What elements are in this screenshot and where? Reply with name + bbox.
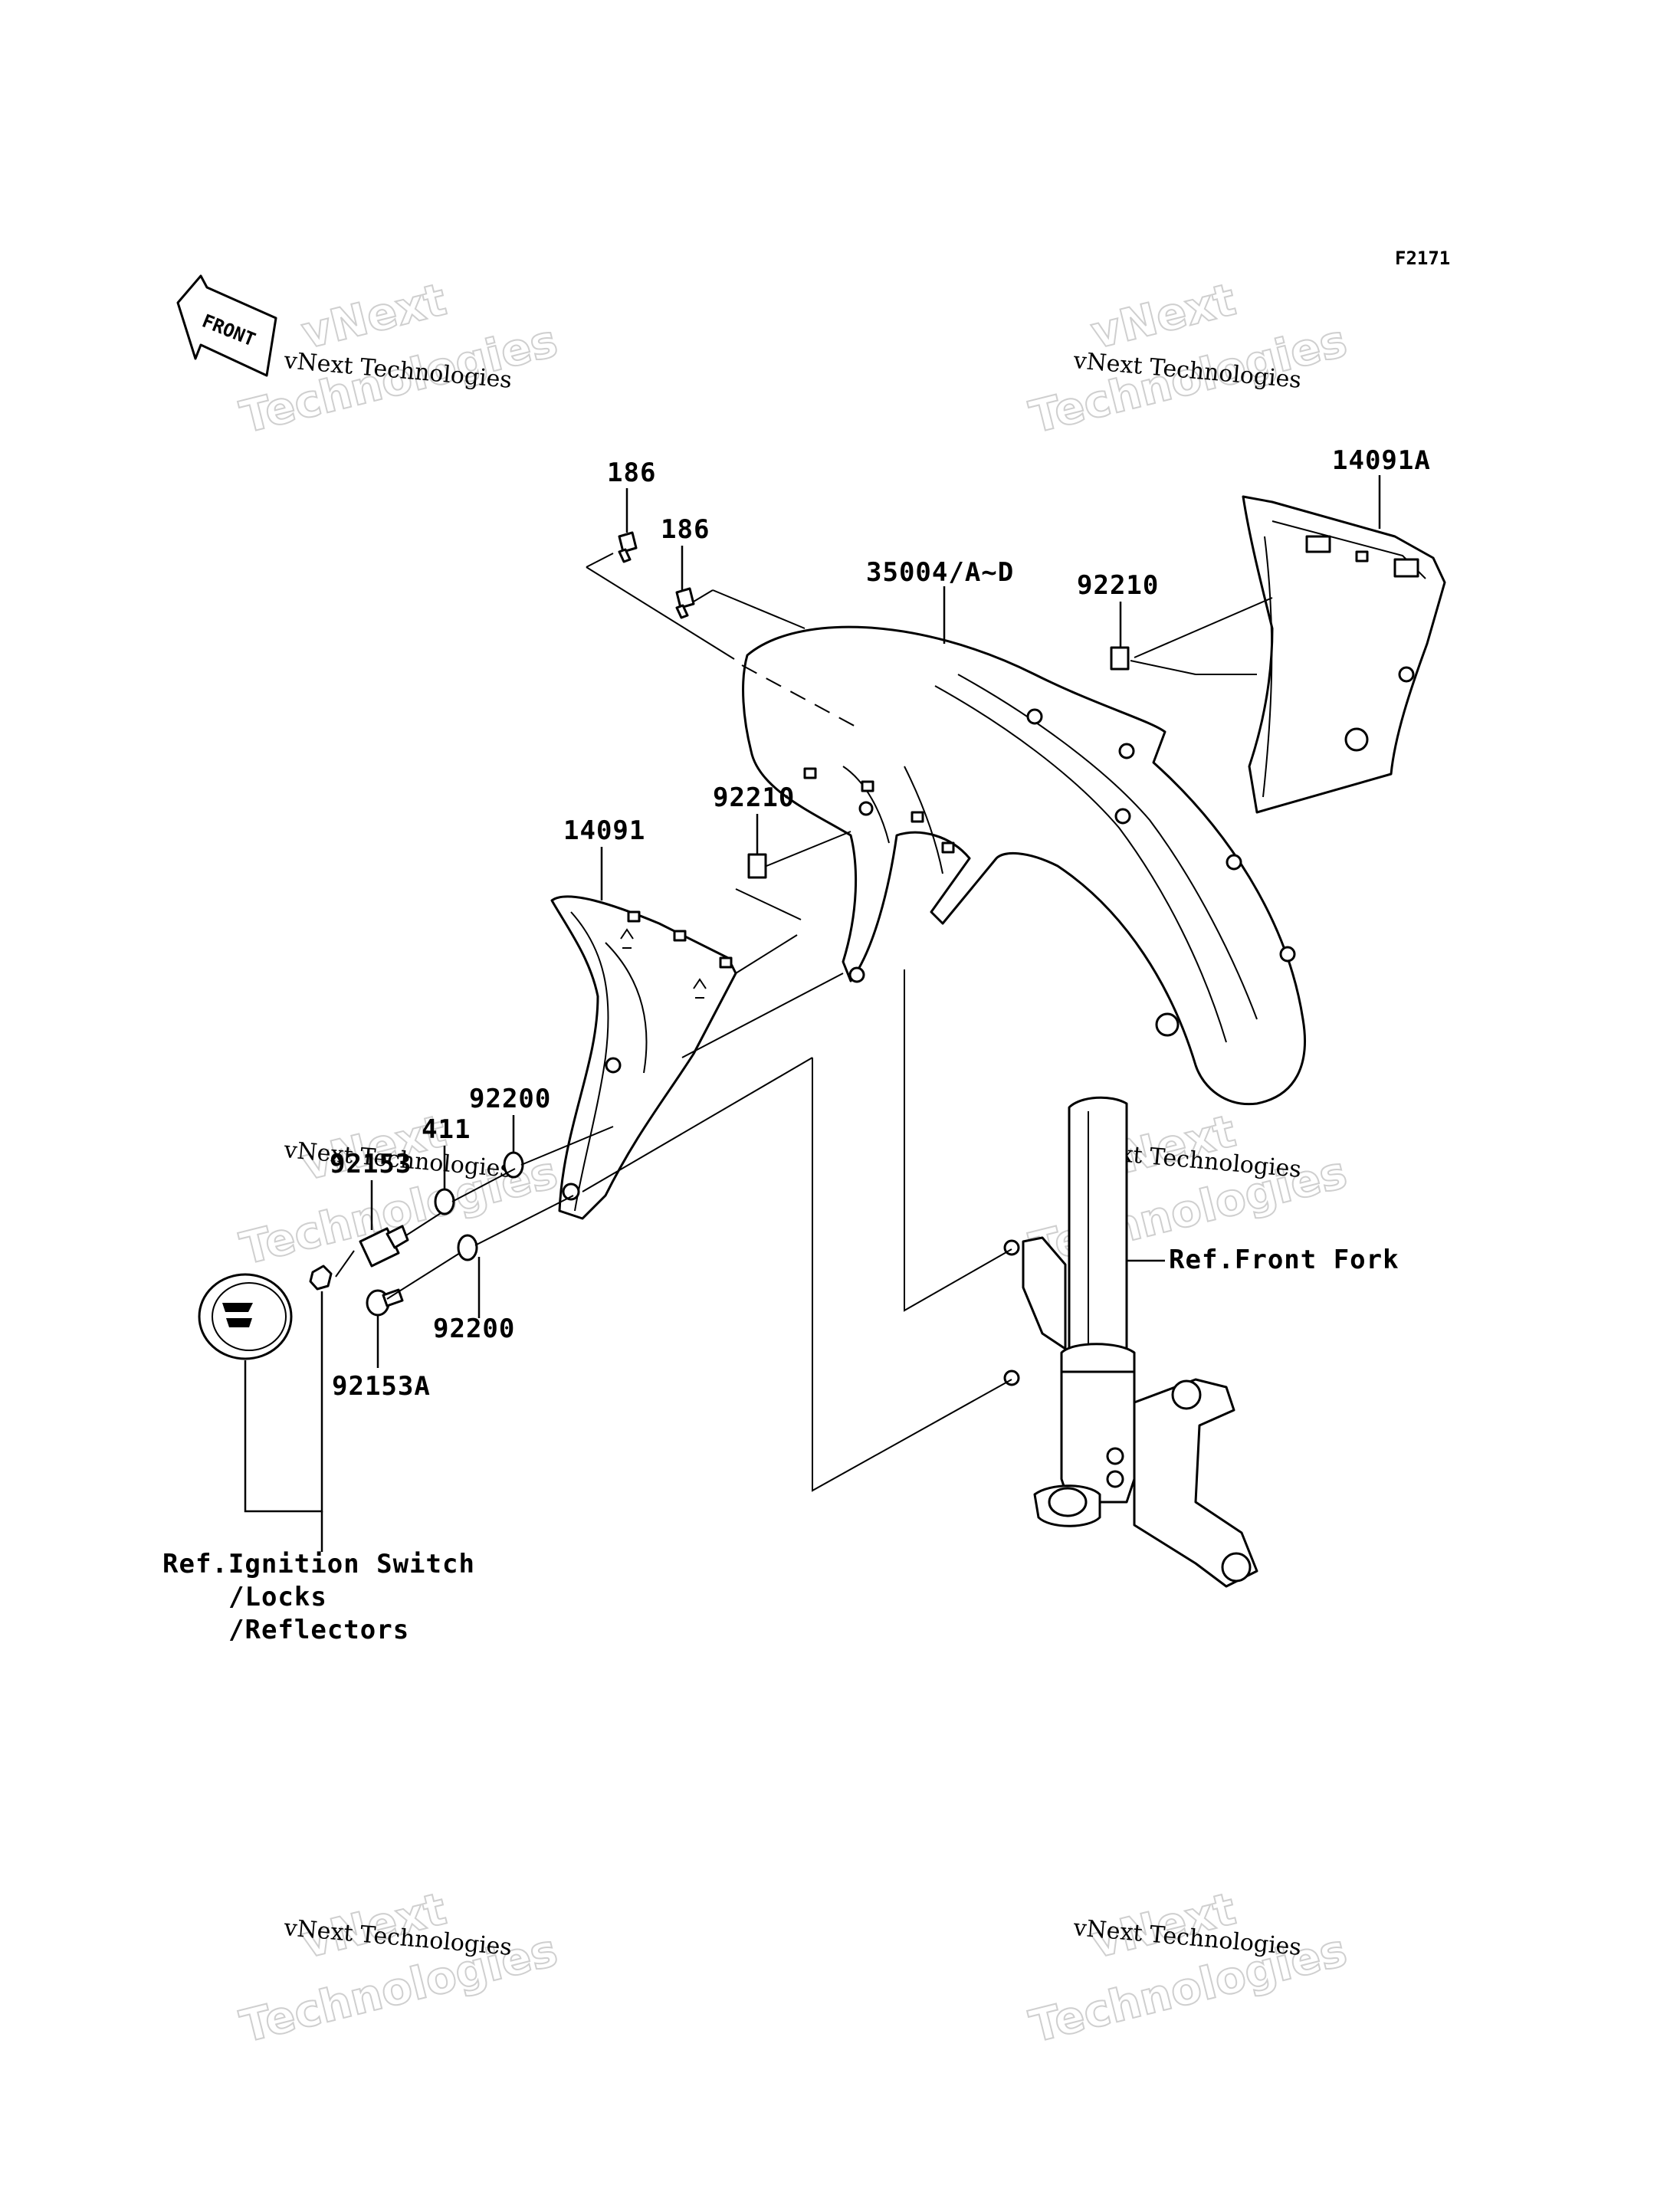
front-fork bbox=[1003, 1096, 1258, 1588]
fender-cover-right bbox=[1242, 495, 1446, 814]
diagram-code: F2171 bbox=[1395, 248, 1450, 269]
watermark-top-left: vNext Technologies vNext Technologies bbox=[235, 272, 563, 444]
nut-reflector bbox=[309, 1265, 333, 1291]
front-arrow-icon: FRONT bbox=[176, 274, 277, 377]
ref-note-line2: /Locks bbox=[228, 1582, 327, 1612]
leader-lines bbox=[244, 475, 1381, 1552]
reflector-cap bbox=[198, 1273, 293, 1360]
callout-14091A: 14091A bbox=[1332, 445, 1431, 476]
watermark-top-right: vNext Technologies vNext Technologies bbox=[1024, 272, 1353, 444]
watermark-bottom-right: vNext Technologies vNext Technologies bbox=[1024, 1881, 1353, 2053]
watermark-bottom-left: vNext Technologies vNext Technologies bbox=[235, 1881, 563, 2053]
nut-92210-right bbox=[1110, 646, 1130, 671]
bolt-92153A bbox=[366, 1288, 404, 1317]
callout-411: 411 bbox=[422, 1114, 471, 1145]
callout-92153A: 92153A bbox=[332, 1371, 431, 1402]
bolt-186-a bbox=[618, 531, 638, 563]
front-fender bbox=[742, 625, 1306, 1106]
callout-186-b: 186 bbox=[661, 514, 710, 545]
bolt-92153 bbox=[359, 1225, 409, 1268]
callout-92153: 92153 bbox=[330, 1149, 412, 1179]
callout-14091: 14091 bbox=[563, 815, 645, 846]
callout-92200-top: 92200 bbox=[469, 1084, 551, 1114]
callout-ref-front-fork: Ref.Front Fork bbox=[1169, 1245, 1399, 1275]
ref-note-line1: Ref.Ignition Switch bbox=[162, 1549, 475, 1579]
callout-92200-bottom: 92200 bbox=[433, 1314, 515, 1344]
fender-cover-left bbox=[550, 895, 737, 1220]
nut-92210-left bbox=[747, 853, 767, 879]
washer-411 bbox=[434, 1188, 455, 1215]
washer-92200-bottom bbox=[457, 1234, 478, 1261]
callout-35004: 35004/A~D bbox=[866, 557, 1014, 588]
callout-186-a: 186 bbox=[607, 458, 656, 488]
ref-note-line3: /Reflectors bbox=[228, 1615, 409, 1645]
callout-92210-right: 92210 bbox=[1077, 570, 1159, 601]
bolt-186-b bbox=[675, 587, 695, 619]
callout-92210-left: 92210 bbox=[713, 782, 795, 813]
